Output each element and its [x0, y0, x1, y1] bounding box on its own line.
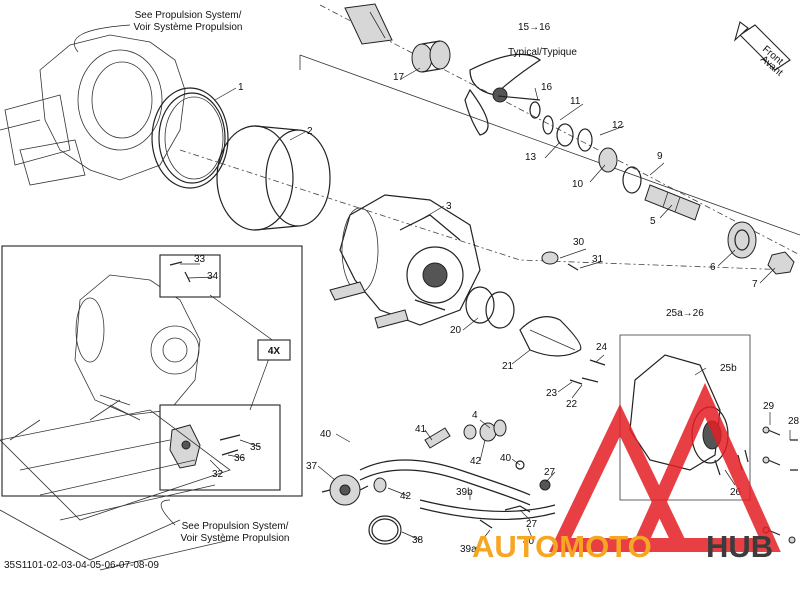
watermark-text-part1: AUTOMOTO: [472, 529, 652, 564]
typical-label: Typical/Typique: [508, 47, 577, 58]
callout-29: 29: [763, 401, 775, 412]
callout-39a: 39a: [460, 544, 477, 555]
callout-numbers: 1 2 3 4 5 6 7 9 10 11 12 13 15→16 16 17 …: [180, 22, 800, 555]
callout-32: 32: [212, 469, 224, 480]
callout-13: 13: [525, 152, 537, 163]
inset-detail-box-top: [159, 254, 221, 298]
part-plug-30: [541, 251, 559, 265]
part-ring-12: [577, 128, 593, 152]
callout-2: 2: [307, 126, 313, 137]
part-hoses-39: [359, 459, 556, 521]
part-orings-20: [465, 286, 515, 329]
callout-37: 37: [306, 461, 318, 472]
hull-frame-lower-left: [0, 399, 231, 571]
callout-9: 9: [657, 151, 663, 162]
callout-31: 31: [592, 254, 604, 265]
part-bracket-32: [169, 424, 241, 469]
part-shaft-top: [344, 3, 393, 45]
callout-11: 11: [570, 96, 581, 107]
part-fitting-37: [321, 474, 369, 506]
part-wear-ring-2: [216, 125, 331, 231]
callout-4: 4: [472, 410, 478, 421]
callout-30: 30: [573, 237, 585, 248]
part-bushing-17: [411, 40, 451, 73]
callout-5: 5: [650, 216, 656, 227]
callout-23: 23: [546, 388, 558, 399]
callout-42b: 42: [400, 491, 412, 502]
propulsion-note-top-line2: Voir Système Propulsion: [134, 22, 243, 33]
callout-42a: 42: [470, 456, 482, 467]
part-screws-33-34: [169, 261, 191, 283]
callout-28: 28: [788, 416, 800, 427]
part-impeller-15: [464, 53, 542, 136]
callout-1: 3: [446, 201, 452, 212]
part-hose-41: [424, 427, 451, 449]
callout-41: 41: [415, 424, 427, 435]
callout-20: 20: [450, 325, 462, 336]
propulsion-note-bottom-leader: [160, 499, 176, 526]
part-bearing-6: [727, 221, 757, 259]
part-screw-31: [567, 263, 579, 271]
watermark-logo: [548, 382, 781, 552]
callout-12: 12: [612, 120, 624, 131]
callout-27b: 27: [526, 519, 538, 530]
pump-support-housing: [0, 34, 186, 186]
part-ring-16: [529, 101, 541, 119]
propulsion-note-bottom-line2: Voir Système Propulsion: [181, 533, 290, 544]
part-fittings-4-42: [373, 419, 507, 493]
part-fitting-27a: [539, 479, 551, 491]
part-ring-3: [151, 87, 229, 189]
part-pump-housing-1: [329, 194, 481, 329]
callout-17: 17: [393, 72, 405, 83]
part-clamp-40: [515, 460, 525, 470]
part-seal-13: [556, 123, 574, 147]
part-oring-38: [368, 515, 402, 545]
callout-25b: 25b: [720, 363, 737, 374]
propulsion-note-bottom-line1: See Propulsion System/: [182, 521, 289, 532]
watermark-triangle-right: [629, 382, 781, 552]
part-cone-21: [519, 316, 582, 357]
quantity-badge-box: [257, 339, 291, 361]
part-clamp-40b: [479, 519, 493, 529]
callout-3: 1: [238, 82, 244, 93]
callout-6: 6: [710, 262, 716, 273]
callout-21: 21: [502, 361, 514, 372]
part-bearing-10: [598, 147, 618, 173]
propulsion-note-top-line1: See Propulsion System/: [135, 10, 242, 21]
parts-screws-22-23-24: [569, 359, 606, 385]
callout-25a-26: 25a→26: [666, 308, 704, 319]
propulsion-note-leader: [73, 24, 131, 53]
front-direction-arrow: Front Avant: [733, 21, 791, 79]
callout-22: 22: [566, 399, 578, 410]
part-fitting-27b: [504, 505, 531, 513]
inset-pump-housing: [74, 274, 201, 421]
callout-24: 24: [596, 342, 608, 353]
callout-16: 16: [541, 82, 553, 93]
callout-40a: 40: [320, 429, 332, 440]
callout-7: 7: [752, 279, 758, 290]
part-oring-9: [622, 166, 642, 194]
callout-10: 10: [572, 179, 584, 190]
callout-38: 38: [412, 535, 424, 546]
callout-40b: 40: [500, 453, 512, 464]
footer-code: 35S1101-02-03-04-05-06-07-08-09: [4, 560, 159, 571]
callout-33: 33: [194, 254, 206, 265]
watermark-triangle-left: [548, 403, 692, 552]
callout-35: 35: [250, 442, 262, 453]
part-circlip-11: [542, 115, 554, 135]
callout-26: 26: [730, 487, 742, 498]
part-shaft-5: [644, 184, 701, 221]
quantity-badge: 4X: [268, 346, 281, 357]
watermark-text-part2: HUB: [706, 529, 773, 564]
callout-34: 34: [207, 271, 219, 282]
callout-27a: 27: [544, 467, 556, 478]
callout-36: 36: [234, 453, 246, 464]
callout-39b: 39b: [456, 487, 473, 498]
callout-15-16: 15→16: [518, 22, 551, 33]
callout-40c: 40: [523, 536, 535, 547]
